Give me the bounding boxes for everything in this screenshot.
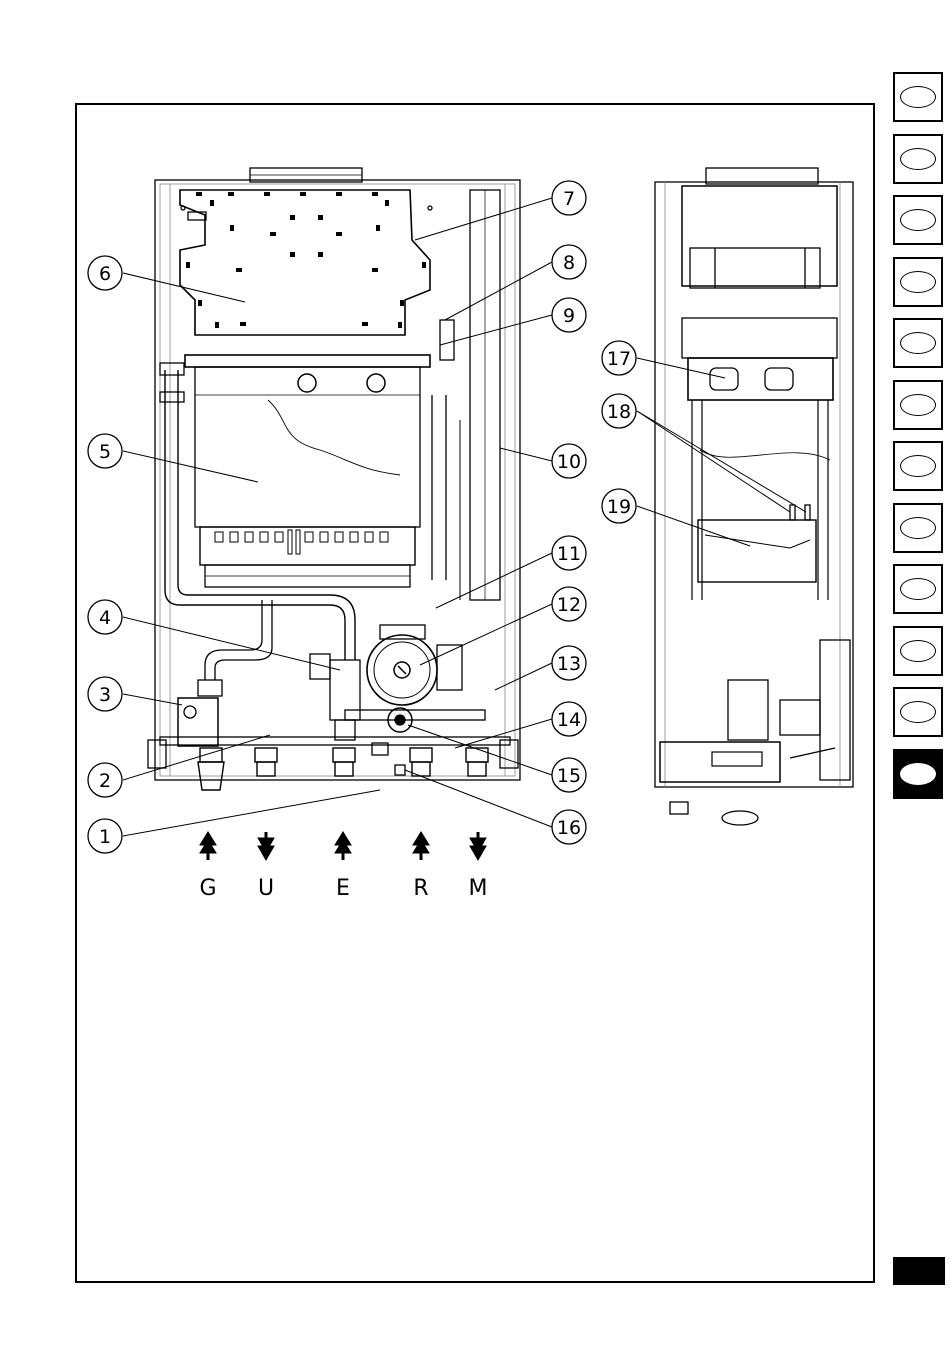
callout-19: 19 — [602, 489, 636, 523]
svg-text:14: 14 — [557, 709, 581, 731]
language-tab[interactable] — [893, 441, 943, 491]
language-tab[interactable] — [893, 687, 943, 737]
callout-17: 17 — [602, 341, 636, 375]
tab-oval-icon — [900, 517, 936, 539]
combustion-chamber — [195, 367, 420, 527]
language-tab-active[interactable] — [893, 749, 943, 799]
language-tab[interactable] — [893, 134, 943, 184]
language-tab[interactable] — [893, 72, 943, 122]
leader-lines — [123, 198, 806, 836]
callout-6: 6 — [88, 256, 122, 290]
side-view — [655, 168, 853, 825]
connection-labels: G U E R M — [199, 876, 487, 901]
callout-10: 10 — [552, 444, 586, 478]
language-tab[interactable] — [893, 503, 943, 553]
language-tab[interactable] — [893, 564, 943, 614]
label-r: R — [413, 876, 428, 901]
svg-text:9: 9 — [563, 305, 575, 327]
tab-oval-icon — [900, 271, 936, 293]
side-gas-valve — [728, 680, 768, 740]
callout-12: 12 — [552, 587, 586, 621]
heat-exchanger-top — [185, 355, 430, 367]
tab-oval-icon — [900, 209, 936, 231]
gas-valve — [178, 698, 218, 746]
label-g: G — [199, 876, 216, 901]
tab-oval-icon — [900, 701, 936, 723]
label-e: E — [336, 876, 350, 901]
connection-stubs — [198, 748, 488, 790]
callout-1: 1 — [88, 819, 122, 853]
callout-13: 13 — [552, 646, 586, 680]
svg-text:4: 4 — [99, 607, 111, 629]
side-fan — [682, 186, 837, 286]
side-casing-outline — [655, 182, 853, 787]
tab-oval-icon — [900, 455, 936, 477]
side-burner — [698, 520, 816, 582]
language-tab[interactable] — [893, 626, 943, 676]
callout-5: 5 — [88, 434, 122, 468]
tab-oval-icon — [900, 640, 936, 662]
svg-text:18: 18 — [607, 401, 631, 423]
arrow-up-g — [200, 832, 216, 860]
svg-text:2: 2 — [99, 770, 111, 792]
callout-14: 14 — [552, 702, 586, 736]
burner — [200, 527, 415, 565]
callout-7: 7 — [552, 181, 586, 215]
svg-text:3: 3 — [99, 684, 111, 706]
callout-15: 15 — [552, 758, 586, 792]
svg-text:6: 6 — [99, 263, 111, 285]
svg-text:8: 8 — [563, 252, 575, 274]
language-tab[interactable] — [893, 380, 943, 430]
language-tab[interactable] — [893, 195, 943, 245]
fan-hood — [180, 190, 430, 335]
svg-text:17: 17 — [607, 348, 631, 370]
callout-8: 8 — [552, 245, 586, 279]
svg-text:16: 16 — [557, 817, 581, 839]
callout-18: 18 — [602, 394, 636, 428]
tab-oval-icon — [900, 332, 936, 354]
callout-11: 11 — [552, 536, 586, 570]
front-view — [148, 168, 520, 790]
callout-4: 4 — [88, 600, 122, 634]
tab-oval-icon — [900, 86, 936, 108]
front-casing-outline — [155, 180, 520, 780]
svg-text:11: 11 — [557, 543, 581, 565]
arrow-up-e — [335, 832, 351, 860]
svg-text:10: 10 — [557, 451, 581, 473]
tab-oval-icon — [900, 578, 936, 600]
svg-text:13: 13 — [557, 653, 581, 675]
arrow-down-m — [470, 832, 486, 860]
callout-3: 3 — [88, 677, 122, 711]
label-m: M — [469, 876, 488, 901]
svg-text:1: 1 — [99, 826, 111, 848]
callout-9: 9 — [552, 298, 586, 332]
svg-text:19: 19 — [607, 496, 631, 518]
callout-16: 16 — [552, 810, 586, 844]
language-tab[interactable] — [893, 257, 943, 307]
svg-text:5: 5 — [99, 441, 111, 463]
svg-text:12: 12 — [557, 594, 581, 616]
tab-oval-icon — [900, 394, 936, 416]
page-number-box — [893, 1257, 945, 1285]
callout-2: 2 — [88, 763, 122, 797]
connection-arrows — [200, 832, 486, 860]
svg-text:7: 7 — [563, 188, 575, 210]
burner-jets — [215, 530, 388, 554]
arrow-up-r — [413, 832, 429, 860]
language-tab[interactable] — [893, 318, 943, 368]
air-vent — [440, 320, 454, 360]
label-u: U — [258, 876, 274, 901]
fan-hood-rivets — [186, 192, 426, 328]
tab-oval-icon — [900, 763, 936, 785]
arrow-down-u — [258, 832, 274, 860]
svg-text:15: 15 — [557, 765, 581, 787]
tab-oval-icon — [900, 148, 936, 170]
